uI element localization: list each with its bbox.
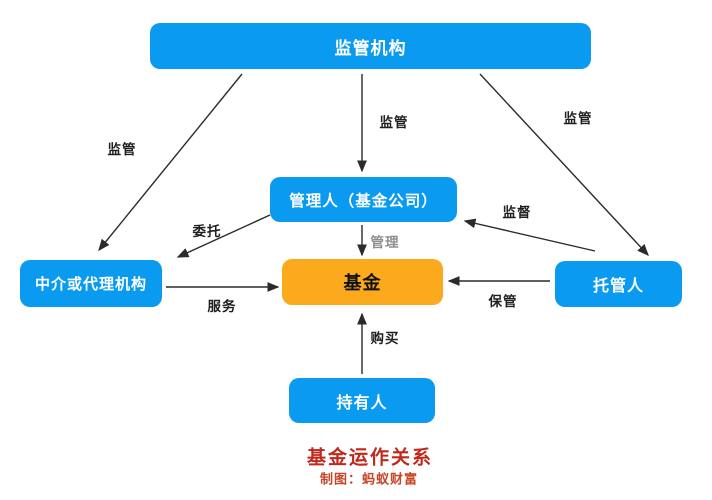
node-manager[interactable]: 管理人（基金公司） <box>270 177 457 222</box>
edge-regulate-left-arrow <box>98 73 243 252</box>
edge-label-service: 服务 <box>207 299 237 314</box>
node-fund[interactable]: 基金 <box>282 259 443 305</box>
edge-label-entrust: 委托 <box>192 224 222 239</box>
node-custodian[interactable]: 托管人 <box>555 261 682 307</box>
edge-label-manage: 管理 <box>370 235 400 250</box>
edge-label-regulate-left: 监管 <box>107 142 137 157</box>
node-intermediary[interactable]: 中介或代理机构 <box>20 260 162 307</box>
diagram-credit: 制图：蚂蚁财富 <box>319 471 419 487</box>
node-regulator[interactable]: 监管机构 <box>150 23 591 69</box>
diagram-title: 基金运作关系 <box>306 447 434 469</box>
node-holder[interactable]: 持有人 <box>289 378 435 423</box>
edge-label-regulate-mid: 监管 <box>379 115 409 130</box>
edge-entrust-arrow <box>176 214 271 258</box>
edge-label-custody: 保管 <box>488 294 518 309</box>
edge-label-purchase: 购买 <box>370 331 400 346</box>
edge-label-regulate-right: 监管 <box>563 111 593 126</box>
edge-label-supervise: 监督 <box>502 205 532 220</box>
edge-supervise-arrow <box>463 218 596 252</box>
edge-regulate-right-arrow <box>479 73 649 257</box>
